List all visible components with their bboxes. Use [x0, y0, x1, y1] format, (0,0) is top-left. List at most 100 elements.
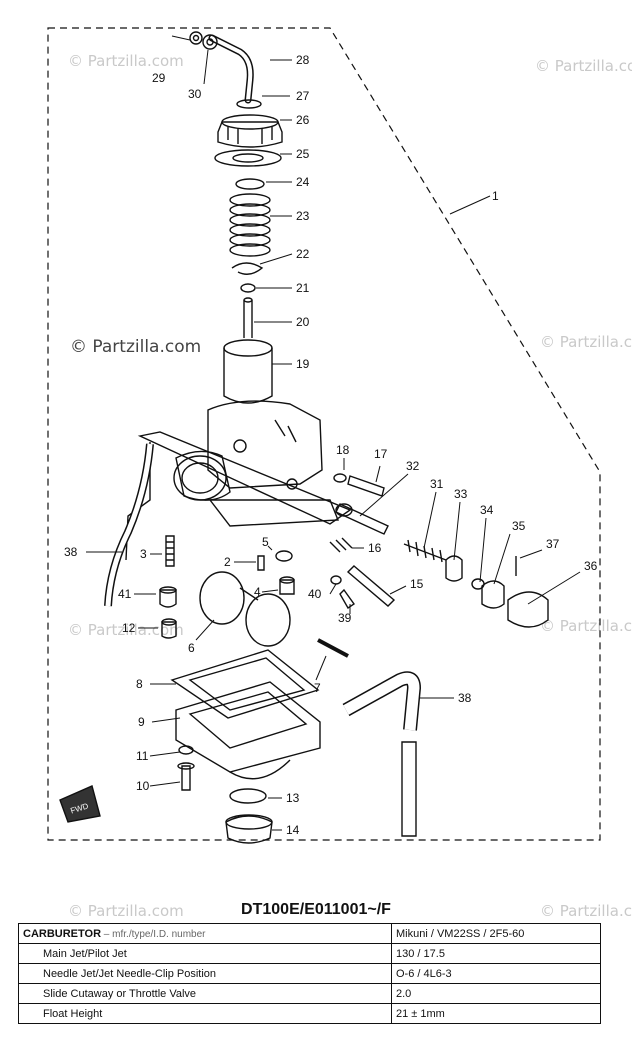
- spec-value: 2.0: [391, 983, 601, 1004]
- washer-11: [178, 745, 194, 755]
- mixing-chamber-top-26: [217, 121, 283, 148]
- screw-39: [339, 588, 355, 609]
- clip-29: [189, 31, 203, 45]
- part-label-22: 22: [296, 247, 310, 261]
- part-label-29: 29: [152, 71, 166, 85]
- starter-plunger-32: [335, 503, 389, 535]
- pilot-jet-3: [165, 535, 175, 567]
- part-label-25: 25: [296, 147, 310, 161]
- part-label-19: 19: [296, 357, 310, 371]
- watermark-main: © Partzilla.com: [70, 337, 202, 357]
- part-label-30: 30: [188, 87, 202, 101]
- part-label-37: 37: [546, 537, 560, 551]
- part-label-38-left: 38: [64, 545, 78, 559]
- spec-row: Needle Jet/Jet Needle-Clip Position O-6 …: [18, 963, 601, 984]
- part-label-41: 41: [118, 587, 132, 601]
- washer-40: [330, 575, 342, 585]
- spec-value: Mikuni / VM22SS / 2F5-60: [391, 923, 601, 944]
- part-label-36: 36: [584, 559, 598, 573]
- watermark: © Partzilla.com: [68, 902, 184, 920]
- screw-10: [181, 765, 191, 791]
- spec-label: Float Height: [18, 1003, 392, 1024]
- spec-title: DT100E/E011001~/F: [241, 901, 391, 918]
- overflow-hose-38-lower: [401, 741, 417, 837]
- part-label-7: 7: [314, 681, 321, 695]
- spec-label-main: CARBURETOR: [23, 927, 102, 940]
- carburetor-exploded-diagram: 1 2 3 4 5 6 7 8 9 10 11 12 13 14 15 16 1…: [47, 27, 601, 844]
- spec-row: Slide Cutaway or Throttle Valve 2.0: [18, 983, 601, 1004]
- main-jet-12: [161, 621, 177, 639]
- watermark: © Partzilla.com: [540, 333, 632, 351]
- part-label-1: 1: [492, 189, 499, 203]
- spec-value: 130 / 17.5: [391, 943, 601, 964]
- pin-2: [257, 555, 265, 571]
- part-label-17: 17: [374, 447, 388, 461]
- assembly-outline: [47, 27, 601, 841]
- spring-31: [403, 539, 447, 563]
- jet-needle-20: [243, 300, 253, 338]
- ring-21: [240, 283, 256, 293]
- part-label-4: 4: [254, 585, 261, 599]
- spec-table: CARBURETOR – mfr./type/I.D. number Mikun…: [18, 923, 601, 1024]
- float-chamber-9: [175, 681, 321, 773]
- spec-label-sub: – mfr./type/I.D. number: [101, 928, 206, 940]
- spec-value: 21 ± 1mm: [391, 1003, 601, 1024]
- part-label-9: 9: [138, 715, 145, 729]
- part-label-28: 28: [296, 53, 310, 67]
- part-label-33: 33: [454, 487, 468, 501]
- ring-24: [235, 178, 265, 190]
- spec-row: CARBURETOR – mfr./type/I.D. number Mikun…: [18, 923, 601, 944]
- screw-17: [347, 475, 385, 497]
- part-label-10: 10: [136, 779, 150, 793]
- spec-label: Slide Cutaway or Throttle Valve: [18, 983, 392, 1004]
- carburetor-body: [125, 400, 352, 561]
- part-label-11: 11: [136, 749, 149, 763]
- spec-row: Float Height 21 ± 1mm: [18, 1003, 601, 1024]
- watermark: © Partzilla.com: [540, 617, 632, 635]
- clip-22: [231, 262, 264, 275]
- gasket-25: [214, 149, 282, 167]
- part-label-31: 31: [430, 477, 444, 491]
- float-6a: [199, 571, 245, 625]
- part-label-15: 15: [410, 577, 424, 591]
- plunger-cap-33: [445, 555, 463, 582]
- throttle-valve-19: [223, 348, 273, 404]
- part-label-23: 23: [296, 209, 310, 223]
- part-label-27: 27: [296, 89, 310, 103]
- screw-4: [279, 579, 295, 595]
- part-label-14: 14: [286, 823, 300, 837]
- spec-value: O-6 / 4L6-3: [391, 963, 601, 984]
- spring-16: [329, 537, 353, 553]
- part-label-34: 34: [480, 503, 494, 517]
- washer-18: [333, 473, 347, 483]
- needle-jet-41: [159, 589, 177, 608]
- washer-30: [202, 34, 218, 50]
- washer-5: [275, 550, 293, 562]
- part-label-13: 13: [286, 791, 300, 805]
- spring-23: [229, 193, 271, 257]
- part-label-26: 26: [296, 113, 310, 127]
- part-label-20: 20: [296, 315, 310, 329]
- o-ring-27: [236, 99, 262, 109]
- cap-35: [481, 580, 505, 609]
- part-label-21: 21: [296, 281, 310, 295]
- spec-label: Needle Jet/Jet Needle-Clip Position: [18, 963, 392, 984]
- part-label-2: 2: [224, 555, 231, 569]
- o-ring-13: [229, 788, 267, 804]
- part-label-35: 35: [512, 519, 526, 533]
- part-label-40: 40: [308, 587, 322, 601]
- part-label-3: 3: [140, 547, 147, 561]
- float-pin-7: [317, 638, 349, 658]
- part-label-18: 18: [336, 443, 350, 457]
- cover-36: [507, 591, 549, 628]
- part-label-38-right: 38: [458, 691, 472, 705]
- watermark: © Partzilla.com: [535, 57, 632, 75]
- part-label-5: 5: [262, 535, 269, 549]
- part-label-12: 12: [122, 621, 136, 635]
- screw-15: [346, 565, 396, 607]
- watermark: © Partzilla.com: [68, 52, 184, 70]
- float-6b: [245, 593, 291, 647]
- watermark: © Partzilla.com: [68, 621, 184, 639]
- part-label-24: 24: [296, 175, 310, 189]
- watermark: © Partzilla.com: [540, 902, 632, 920]
